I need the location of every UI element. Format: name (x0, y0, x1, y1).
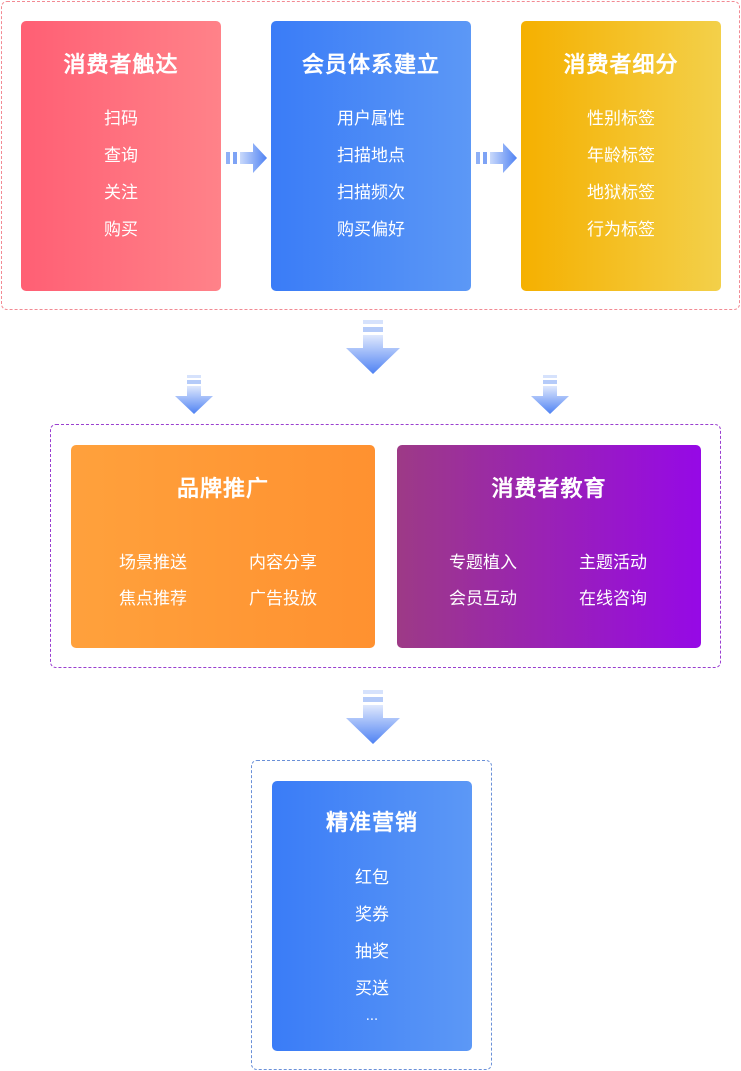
down-arrow-icon (175, 375, 213, 414)
card-item: 购买 (104, 220, 138, 240)
card-title: 品牌推广 (176, 477, 269, 502)
stage2-group (50, 424, 721, 668)
card-item: 内容分享 (249, 553, 317, 573)
card-item: 扫码 (104, 109, 138, 129)
card-item: 广告投放 (249, 589, 317, 609)
card-item: 购买偏好 (337, 220, 405, 240)
card-item: 地狱标签 (587, 183, 655, 203)
card-item: 主题活动 (579, 553, 647, 573)
card-item: 性别标签 (587, 109, 655, 129)
card-item: 红包 (355, 868, 389, 888)
card-consumer-education: 消费者教育 专题植入 会员互动 主题活动 在线咨询 (397, 445, 701, 648)
card-item: 买送 (355, 979, 389, 999)
card-item: 在线咨询 (579, 589, 647, 609)
card-item: 场景推送 (119, 553, 187, 573)
card-item: 行为标签 (587, 220, 655, 240)
down-arrow-icon (346, 320, 400, 374)
card-member-system: 会员体系建立 用户属性 扫描地点 扫描频次 购买偏好 (271, 21, 471, 291)
card-item: 抽奖 (355, 942, 389, 962)
down-arrow-icon (531, 375, 569, 414)
right-arrow-icon (226, 143, 267, 173)
card-item: 焦点推荐 (119, 589, 187, 609)
card-item: 会员互动 (449, 589, 517, 609)
card-title: 消费者细分 (563, 53, 679, 78)
card-consumer-segment: 消费者细分 性别标签 年龄标签 地狱标签 行为标签 (521, 21, 721, 291)
right-arrow-icon (476, 143, 517, 173)
card-item: 扫描频次 (337, 183, 405, 203)
down-arrow-icon (346, 690, 400, 744)
stage3-group (251, 760, 492, 1070)
card-item: 奖券 (355, 905, 389, 925)
card-title: 消费者教育 (491, 477, 607, 502)
card-item: 专题植入 (449, 553, 517, 573)
card-item: 关注 (104, 183, 138, 203)
card-item: 查询 (104, 146, 138, 166)
card-item: 用户属性 (337, 109, 405, 129)
card-item: 扫描地点 (337, 146, 405, 166)
card-consumer-touch: 消费者触达 扫码 查询 关注 购买 (21, 21, 221, 291)
card-item: 年龄标签 (587, 146, 655, 166)
card-item-ellipsis: ... (365, 1009, 379, 1024)
card-precision-marketing: 精准营销 红包 奖券 抽奖 买送 ... (272, 781, 472, 1051)
stage1-group (1, 1, 740, 310)
card-title: 精准营销 (325, 811, 418, 836)
card-brand-promotion: 品牌推广 场景推送 焦点推荐 内容分享 广告投放 (71, 445, 375, 648)
card-title: 消费者触达 (63, 53, 179, 78)
card-title: 会员体系建立 (301, 53, 440, 78)
